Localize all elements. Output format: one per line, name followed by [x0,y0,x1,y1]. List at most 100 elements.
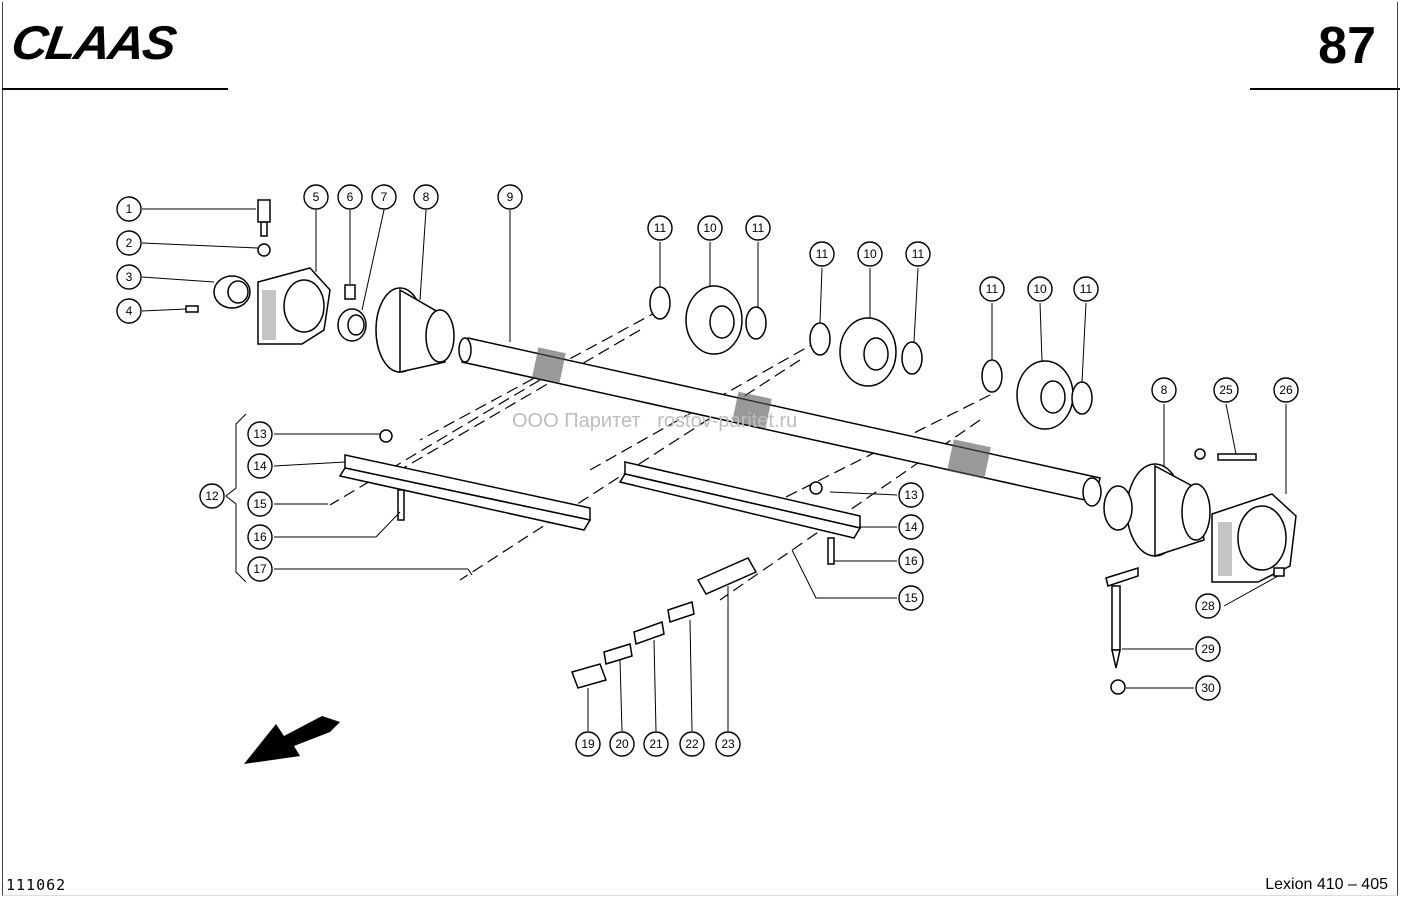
leader-lines [141,208,1287,732]
svg-text:14: 14 [253,459,267,473]
svg-text:10: 10 [863,247,877,261]
watermark-text: ООО Паритет rostov-paritet.ru [512,410,798,432]
svg-text:25: 25 [1219,383,1233,397]
svg-text:21: 21 [649,737,663,751]
chain-link-19 [571,663,607,689]
callout-26: 26 [1273,377,1299,403]
callout-6: 6 [337,184,363,210]
bolt-25 [1194,448,1257,461]
svg-text:5: 5 [313,190,320,204]
callout-29: 29 [1195,636,1221,662]
callout-11-f: 11 [1073,276,1099,302]
svg-text:11: 11 [752,221,765,235]
page-number: 87 [1318,17,1376,75]
bolt-left [397,489,405,521]
set-screw [185,305,199,313]
svg-text:19: 19 [581,737,595,751]
callout-1: 1 [116,196,142,222]
svg-text:26: 26 [1279,383,1293,397]
callout-14-left: 14 [247,453,273,479]
bearing-housing-left [257,267,331,345]
svg-text:8: 8 [423,190,430,204]
callout-16-left: 16 [247,524,273,550]
svg-text:2: 2 [126,236,133,250]
callout-21: 21 [643,731,669,757]
callout-20: 20 [609,731,635,757]
circlip-1a [649,286,671,320]
svg-text:10: 10 [703,221,717,235]
callout-8-right: 8 [1151,377,1177,403]
callout-16-right: 16 [898,548,924,574]
callout-3: 3 [116,264,142,290]
nut-left [379,429,393,443]
callout-15-right: 15 [898,585,924,611]
drawing-code: 111062 [6,876,67,894]
svg-text:11: 11 [986,282,999,296]
callout-14-right: 14 [898,514,924,540]
shear-bolt [1105,566,1139,669]
callout-10-b: 10 [857,241,883,267]
bearing-housing-right [1211,493,1297,583]
page-number-rule [1250,88,1400,90]
direction-arrow-icon [244,716,340,764]
callout-23: 23 [715,731,741,757]
callout-11-c: 11 [809,241,835,267]
nut-30 [1110,679,1126,695]
callout-25: 25 [1213,377,1239,403]
logo-rule [2,88,228,90]
svg-text:29: 29 [1201,642,1215,656]
callout-5: 5 [303,184,329,210]
main-shaft [458,337,1102,507]
model-label: Lexion 410 – 405 [1265,876,1388,893]
svg-text:7: 7 [381,190,388,204]
svg-text:11: 11 [912,247,925,261]
svg-text:15: 15 [253,497,267,511]
circlip-1b [745,306,767,340]
nut-small [257,243,271,257]
grease-nipple [257,199,271,237]
callout-19: 19 [575,731,601,757]
svg-text:13: 13 [904,488,918,502]
callout-17: 17 [247,556,273,582]
svg-text:16: 16 [904,554,918,568]
svg-text:11: 11 [1080,282,1093,296]
scraper-bar-left [338,454,592,531]
callout-4: 4 [116,298,142,324]
chain-link-20 [603,643,633,665]
svg-text:4: 4 [126,304,133,318]
callout-11-b: 11 [745,215,771,241]
svg-text:11: 11 [816,247,829,261]
callout-11-a: 11 [647,215,673,241]
chain-link-21 [633,620,665,646]
callout-7: 7 [371,184,397,210]
callout-30: 30 [1195,675,1221,701]
nut-right [809,481,823,495]
sprocket-3 [1016,360,1074,430]
sprocket-2 [839,317,897,387]
svg-text:15: 15 [904,591,918,605]
spring [344,284,356,300]
callout-13-left: 13 [247,421,273,447]
callout-15-left: 15 [247,491,273,517]
svg-text:22: 22 [685,737,699,751]
svg-text:10: 10 [1033,282,1047,296]
svg-text:28: 28 [1201,599,1215,613]
flange-bearing-left [375,287,455,373]
flange-bearing-right [1103,463,1211,558]
svg-text:3: 3 [126,270,133,284]
svg-text:30: 30 [1201,681,1215,695]
callout-13-right: 13 [898,482,924,508]
sprocket-1 [685,285,743,355]
callout-9: 9 [497,184,523,210]
callout-22: 22 [679,731,705,757]
scraper-bar-right [618,461,862,539]
svg-text:6: 6 [347,190,354,204]
svg-text:9: 9 [507,190,514,204]
callout-12: 12 [199,483,225,509]
chain-link-22 [667,601,695,623]
svg-text:20: 20 [615,737,629,751]
adjusting-collar [213,275,251,309]
svg-text:14: 14 [904,520,918,534]
